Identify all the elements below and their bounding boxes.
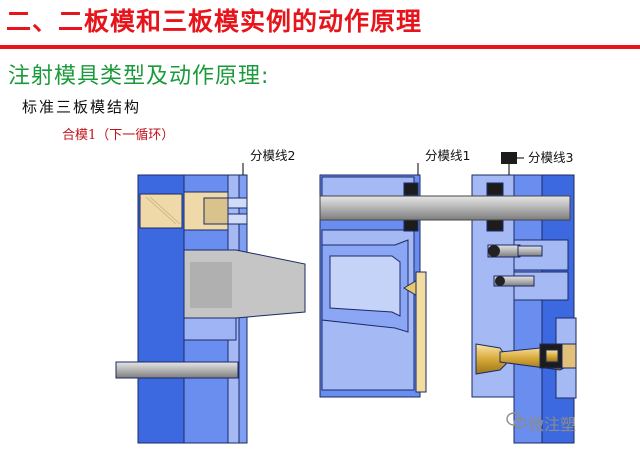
runner-strip bbox=[415, 271, 427, 393]
rod-bushing-top bbox=[403, 182, 419, 196]
parting-line-2-label: 分模线2 bbox=[250, 148, 296, 163]
ejector-rod bbox=[115, 361, 239, 379]
rod-bushing-bottom bbox=[403, 218, 419, 232]
sprue-puller-lower bbox=[493, 275, 535, 287]
section-subtitle: 注射模具类型及动作原理: bbox=[8, 64, 270, 89]
stripper-bushing-bottom bbox=[486, 218, 504, 232]
watermark-text: 微注塑 bbox=[528, 415, 577, 434]
parting-line-1-label: 分模线1 bbox=[425, 148, 471, 163]
page-title: 二、二板模和三板模实例的动作原理 bbox=[6, 7, 423, 36]
step-label: 合模1（下一循环） bbox=[62, 128, 175, 143]
parting-line-3-marker bbox=[501, 152, 517, 164]
wechat-logo-icon bbox=[506, 412, 527, 429]
sprue-bushing bbox=[475, 343, 507, 375]
parting-line-3-label: 分模线3 bbox=[528, 150, 574, 165]
stripper-bushing-top bbox=[486, 182, 504, 196]
title-underline bbox=[0, 45, 640, 49]
guide-pin bbox=[319, 195, 571, 221]
moving-half bbox=[115, 174, 306, 444]
structure-label: 标准三板模结构 bbox=[22, 98, 142, 116]
